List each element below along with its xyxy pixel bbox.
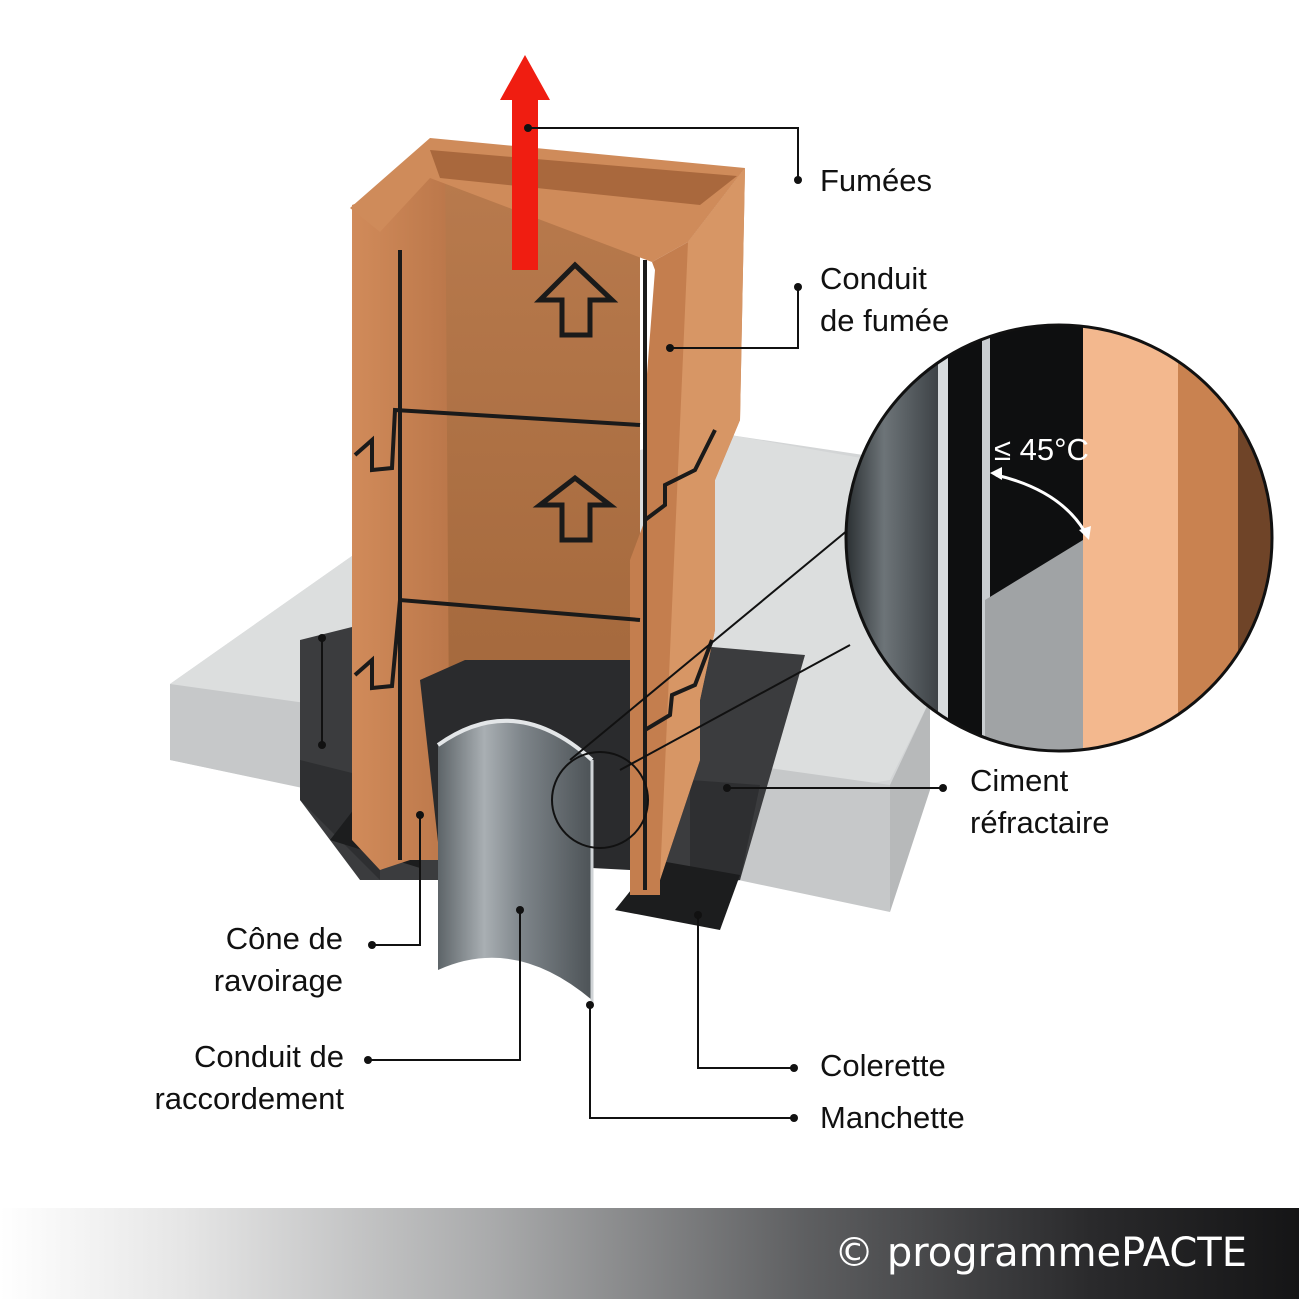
leader-dots <box>318 124 947 1122</box>
smoke-arrow <box>500 55 550 270</box>
label-manchette: Manchette <box>820 1100 965 1135</box>
copyright-text: © programmePACTE <box>834 1230 1247 1276</box>
angle-label: ≤ 45°C <box>994 432 1089 467</box>
leader-lines <box>321 127 943 1119</box>
label-fumees: Fumées <box>820 163 932 198</box>
label-conduit-fumee: Conduit de fumée <box>820 261 950 338</box>
label-ciment-refractaire: Ciment réfractaire <box>970 763 1110 840</box>
flue-body <box>350 138 745 895</box>
zoom-source-circle <box>551 751 649 849</box>
zoom-detail: ≤ 45°C <box>551 323 1274 849</box>
label-colerette: Colerette <box>820 1048 946 1083</box>
label-cone-ravoirage: Cône de ravoirage <box>213 921 343 998</box>
label-conduit-raccordement: Conduit de raccordement <box>154 1039 344 1116</box>
footer-bar: © programmePACTE <box>0 1208 1299 1299</box>
